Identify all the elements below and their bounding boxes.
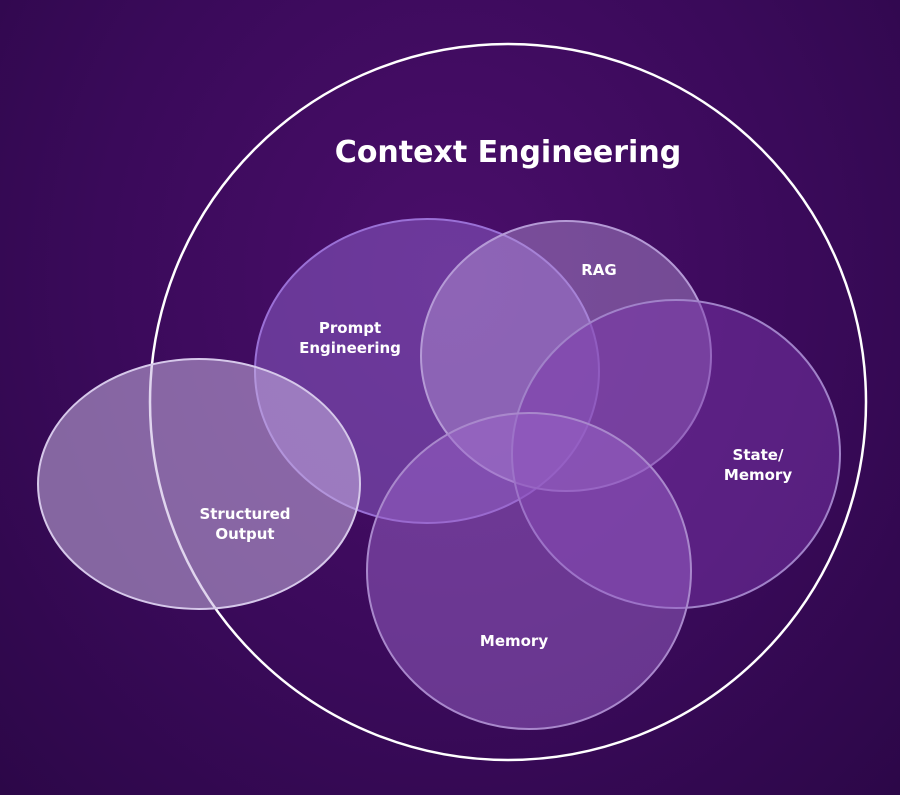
structured-output-label-line2: Output [215,525,274,543]
diagram-title: Context Engineering [335,135,681,170]
prompt-engineering-label-line1: Prompt [319,319,381,337]
rag-label: RAG [581,261,616,279]
structured-output-ellipse [37,358,361,610]
prompt-engineering-label-line2: Engineering [299,339,401,357]
memory-label: Memory [480,632,548,650]
state-memory-label-line1: State/ [733,446,784,464]
state-memory-label-line2: Memory [724,466,792,484]
memory-ellipse [366,412,692,730]
structured-output-label-line1: Structured [199,505,290,523]
